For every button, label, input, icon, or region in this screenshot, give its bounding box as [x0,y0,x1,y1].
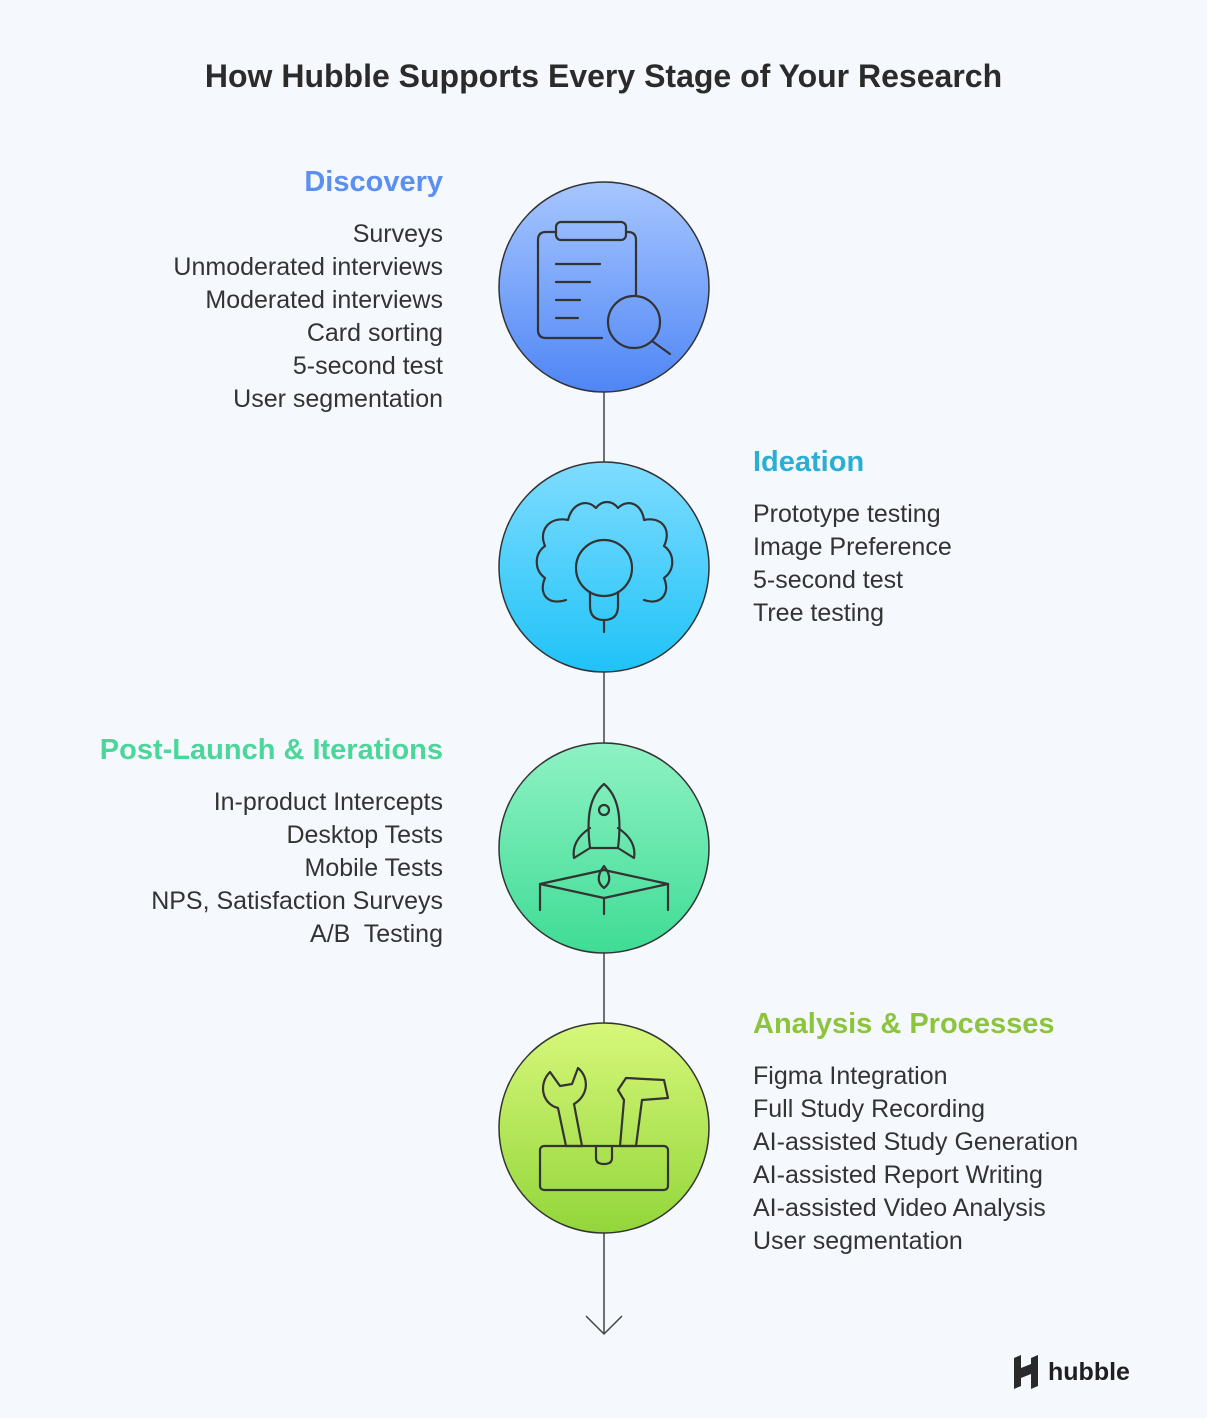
list-item: Card sorting [306,319,443,347]
page-title: How Hubble Supports Every Stage of Your … [204,58,1003,94]
stage-items: Surveys Unmoderated interviews Moderated… [60,218,443,416]
list-item: Full Study Recording [753,1095,986,1123]
list-item: In-product Intercepts [213,788,443,816]
list-item: User segmentation [233,385,443,413]
stage-ideation: Ideation Prototype testing Image Prefere… [753,444,1173,630]
rocket-launch-icon [538,782,670,916]
arrow-down-icon [585,1315,623,1336]
hubble-logo-icon [1014,1355,1038,1389]
list-item: NPS, Satisfaction Surveys [151,887,443,915]
clipboard-search-icon [536,220,672,356]
list-item: Unmoderated interviews [173,253,443,281]
list-item: AI-assisted Study Generation [753,1128,1079,1156]
stage-heading: Post-Launch & Iterations [99,734,443,766]
stage-heading: Discovery [304,166,443,198]
toolbox-icon [538,1066,670,1192]
list-item: Mobile Tests [304,854,444,882]
list-item: Surveys [352,220,443,248]
stage-analysis: Analysis & Processes Figma Integration F… [753,1006,1173,1258]
stage-items: Prototype testing Image Preference 5-sec… [753,498,1173,630]
gear-lightbulb-icon [535,500,674,634]
stage-items: In-product Intercepts Desktop Tests Mobi… [60,786,443,951]
analysis-circle [498,1022,710,1234]
logo-text: hubble [1048,1357,1130,1386]
ideation-circle [498,461,710,673]
list-item: Image Preference [753,533,952,561]
list-item: 5-second test [753,566,904,594]
list-item: Desktop Tests [286,821,443,849]
list-item: AI-assisted Report Writing [753,1161,1043,1189]
list-item: A/B Testing [310,920,443,948]
list-item: Moderated interviews [205,286,443,314]
discovery-circle [498,181,710,393]
list-item: 5-second test [292,352,443,380]
list-item: Tree testing [753,599,885,627]
list-item: User segmentation [753,1227,963,1255]
hubble-logo: hubble [1012,1352,1130,1392]
list-item: AI-assisted Video Analysis [753,1194,1046,1222]
stage-post-launch: Post-Launch & Iterations In-product Inte… [60,732,443,951]
stage-items: Figma Integration Full Study Recording A… [753,1060,1173,1258]
stage-heading: Ideation [753,446,865,478]
list-item: Figma Integration [753,1062,948,1090]
list-item: Prototype testing [753,500,941,528]
stage-discovery: Discovery Surveys Unmoderated interviews… [60,164,443,416]
stage-heading: Analysis & Processes [753,1008,1055,1040]
